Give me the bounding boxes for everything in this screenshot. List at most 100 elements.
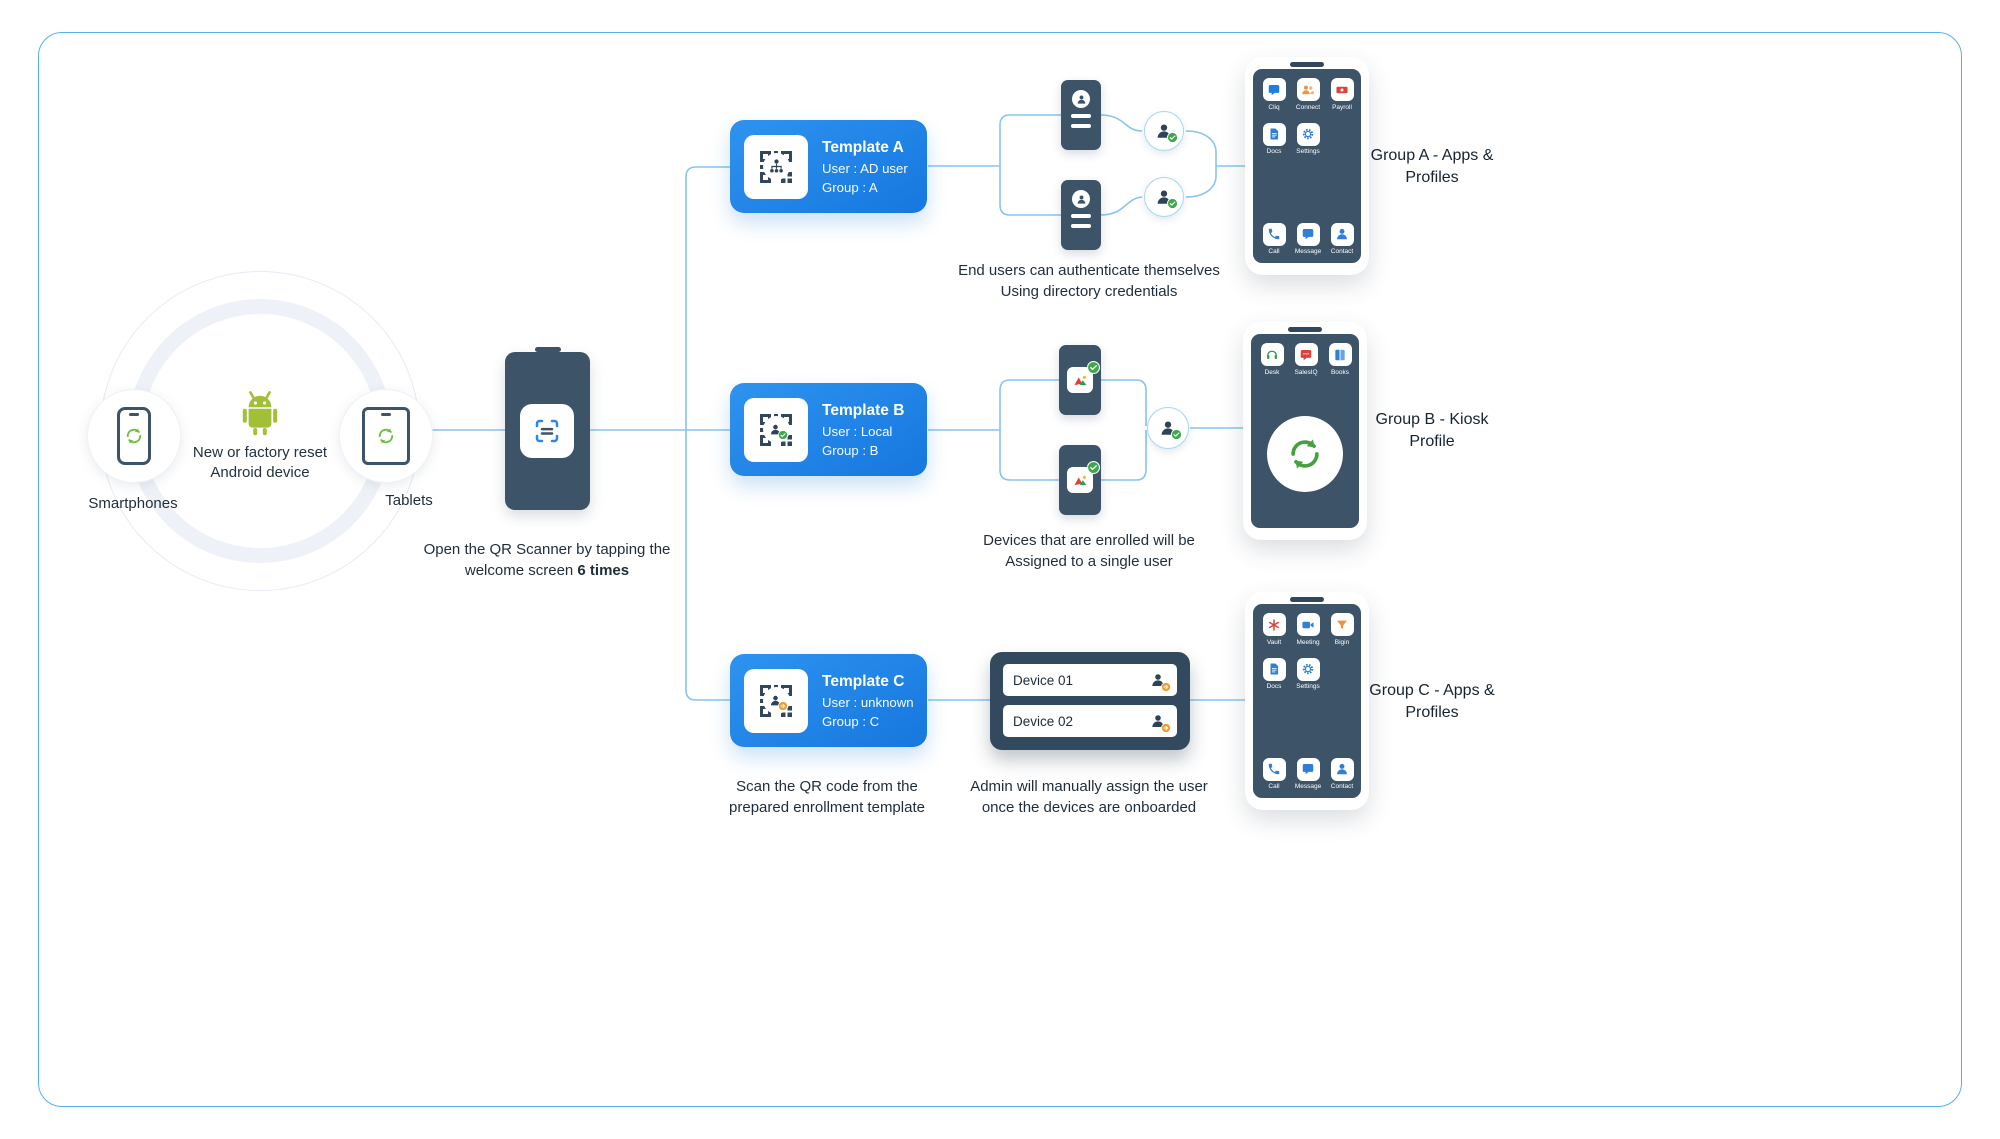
assigned-user-icon <box>1147 407 1189 449</box>
group-a-label: Group A - Apps & Profiles <box>1362 145 1502 189</box>
group-c-label: Group C - Apps & Profiles <box>1362 680 1502 724</box>
app-label: Call <box>1268 248 1280 255</box>
scanner-caption-line1: Open the QR Scanner by tapping the <box>423 541 671 558</box>
smartphones-label: Smartphones <box>88 495 178 512</box>
app-label: Connect <box>1295 103 1321 111</box>
app-label: Message <box>1294 248 1322 255</box>
user-check-icon <box>762 416 790 443</box>
asterisk-icon <box>1262 613 1286 636</box>
app-docs: Docs <box>1257 657 1291 690</box>
app-label: Books <box>1330 368 1350 376</box>
template-b-text: Template B User : Local Group : B <box>822 402 904 458</box>
branch-c-caption-line1: Admin will manually assign the user <box>970 778 1208 795</box>
authenticated-user-icon <box>1144 111 1184 151</box>
headset-icon <box>1260 343 1284 366</box>
app-label: Settings <box>1296 683 1320 690</box>
funnel-icon <box>1330 613 1354 636</box>
enrolled-device-1 <box>1059 345 1101 415</box>
app-label: Vault <box>1266 638 1282 646</box>
diagram-border-frame <box>38 32 1962 1107</box>
app-payroll: Payroll <box>1325 78 1359 111</box>
gear-icon <box>1296 657 1320 681</box>
group-c-label-line2: Profiles <box>1405 704 1459 721</box>
device-name: Device 01 <box>1013 672 1074 688</box>
call-icon <box>1262 757 1286 781</box>
branch-c-caption-line2: once the devices are onboarded <box>981 799 1197 816</box>
template-a-title: Template A <box>822 138 904 156</box>
app-call: Call <box>1257 222 1291 255</box>
app-label: SalesIQ <box>1294 368 1318 376</box>
app-message: Message <box>1291 757 1325 790</box>
group-a-dock: Call Message Contact <box>1257 222 1357 255</box>
list-line <box>1071 214 1091 218</box>
android-icon <box>236 388 284 440</box>
qr-code-icon <box>744 134 808 199</box>
enrolled-device-2 <box>1059 445 1101 515</box>
tablets-label: Tablets <box>385 492 433 509</box>
list-line <box>1071 124 1091 128</box>
video-icon <box>1296 613 1320 636</box>
template-c-title: Template C <box>822 672 905 690</box>
branch-c-caption: Admin will manually assign the user once… <box>929 776 1249 818</box>
group-c-label-line1: Group C - Apps & <box>1369 682 1495 699</box>
template-a-user: User : AD user <box>822 160 908 176</box>
app-label: Docs <box>1266 683 1282 690</box>
qr-code-icon <box>744 397 808 462</box>
app-label: Contact <box>1330 783 1354 790</box>
org-hierarchy-icon <box>762 153 790 180</box>
template-c-card: Template C User : unknown Group : C <box>730 654 927 747</box>
enrolled-app-icon <box>1067 367 1093 393</box>
sync-icon <box>376 426 396 446</box>
group-b-label-line1: Group B - Kiosk <box>1375 411 1489 428</box>
group-b-label-line2: Profile <box>1409 433 1455 450</box>
branch-b-caption-line1: Devices that are enrolled will be <box>983 532 1195 549</box>
app-label: Contact <box>1330 248 1354 255</box>
scan-qr-caption: Scan the QR code from the prepared enrol… <box>677 776 977 818</box>
template-a-text: Template A User : AD user Group : A <box>822 139 908 195</box>
center-device-label-line1: New or factory reset <box>192 444 328 461</box>
scanner-caption-bold: 6 times <box>577 562 630 579</box>
user-arrow-icon <box>1150 713 1167 730</box>
app-desk: Desk <box>1255 343 1289 376</box>
template-a-group: Group : A <box>822 179 878 195</box>
template-b-card: Template B User : Local Group : B <box>730 383 927 476</box>
call-icon <box>1262 222 1286 246</box>
device-row: Device 01 <box>1003 664 1177 696</box>
kiosk-logo-icon <box>1267 415 1343 492</box>
chat-icon <box>1296 222 1320 246</box>
device-name: Device 02 <box>1013 713 1074 729</box>
banknote-icon <box>1330 78 1354 101</box>
branch-a-caption-line2: Using directory credentials <box>1000 283 1178 300</box>
authenticated-user-icon <box>1144 177 1184 217</box>
app-label: Meeting <box>1296 638 1320 646</box>
check-icon <box>1087 461 1100 474</box>
qr-code-icon <box>744 668 808 733</box>
template-b-title: Template B <box>822 401 905 419</box>
branch-b-caption-line2: Assigned to a single user <box>1005 553 1173 570</box>
group-b-label: Group B - Kiosk Profile <box>1362 409 1502 453</box>
person-icon <box>1330 222 1354 246</box>
smartphone-icon <box>117 407 151 465</box>
app-call: Call <box>1257 757 1291 790</box>
template-b-user: User : Local <box>822 423 893 439</box>
user-arrow-icon <box>762 687 790 714</box>
chatq-icon <box>1294 343 1318 366</box>
template-a-card: Template A User : AD user Group : A <box>730 120 927 213</box>
people-icon <box>1296 78 1320 101</box>
app-vault: Vault <box>1257 613 1291 646</box>
device-assignment-panel: Device 01 Device 02 <box>990 652 1190 750</box>
app-label: Cliq <box>1268 103 1280 111</box>
app-settings: Settings <box>1291 657 1325 690</box>
chat-icon <box>1296 757 1320 781</box>
book-icon <box>1328 343 1352 366</box>
app-settings: Settings <box>1291 122 1325 155</box>
